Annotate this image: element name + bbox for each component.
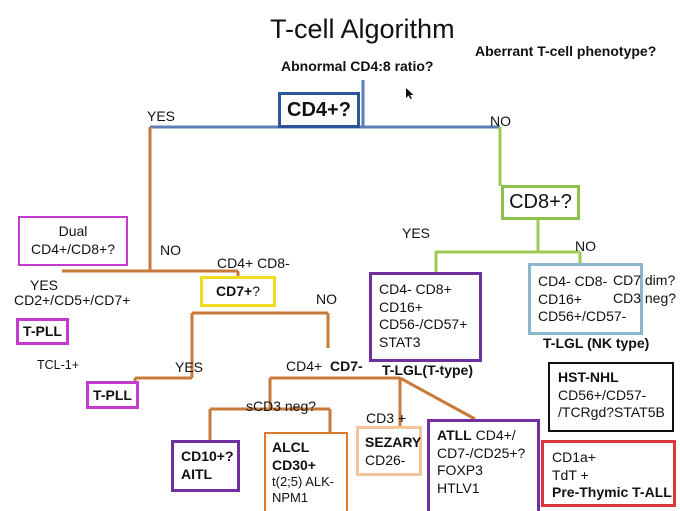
no-cd8-label: NO [575,238,596,254]
alcl-line-4: NPM1 [272,490,309,506]
dual-line-1: Dual [58,223,88,239]
prethymic-box: CD1a+ TdT + Pre-Thymic T-ALL [541,440,676,507]
tlgl-nk-side-line: CD7 dim? [613,272,676,288]
tlgl-t-line: CD4- CD8+ [379,281,452,297]
dual-question-box: Dual CD4+/CD8+? [18,216,128,266]
atll-line-1: CD4+/ [475,427,516,443]
atll-title: ATLL [437,427,472,443]
tlgl-t-line: CD16+ [379,298,423,315]
tlgl-nk-line: CD16+ [538,290,582,307]
aberrant-question: Aberrant T-cell phenotype? [475,43,657,59]
sezary-line-1: SEZARY [365,434,422,450]
tcl1-text: TCL-1+ [37,358,80,372]
to-atll-line [399,376,476,421]
scd3-question: sCD3 neg? [246,398,317,414]
yes-cd7-label: YES [175,359,204,375]
cd4-cd7-text: CD4+ CD7- [286,358,363,374]
cursor-icon [405,87,415,105]
yes-dual-label: YES [30,277,59,293]
tpll-box-2: T-PLL [86,381,139,409]
cd7-question-box: CD7+? [200,276,276,307]
cd4-cd7-part-b: CD7- [329,358,363,374]
cd4-question-label: CD4+? [287,99,351,121]
alcl-box: ALCL CD30+ t(2;5) ALK- NPM1 [264,432,348,511]
tlgl-t-label: T-LGL(T-type) [382,362,473,378]
cd8-question-label: CD8+? [509,191,572,213]
hst-nhl-line: CD56+/CD57- [558,386,647,403]
tlgl-nk-side-notes: CD7 dim? CD3 neg? [613,272,676,307]
dual-line-2: CD4+/CD8+? [30,240,116,257]
yes-top-label: YES [147,108,176,124]
no-dual-label: NO [160,242,181,258]
page-title: T-cell Algorithm [270,14,455,44]
tlgl-t-line: CD56-/CD57+ [379,316,468,332]
tpll-label-2: T-PLL [93,387,132,403]
tlgl-nk-side-line: CD3 neg? [613,289,677,306]
tlgl-nk-label: T-LGL (NK type) [543,335,650,351]
sezary-line-2: CD26- [365,451,406,468]
cd3-positive-text: CD3 + [366,410,407,426]
tlgl-nk-box: CD4- CD8- CD16+ CD56+/CD57- [528,263,643,335]
hst-nhl-title: HST-NHL [558,369,619,385]
alcl-line-1: ALCL [272,439,310,455]
cd8-question-box: CD8+? [501,185,580,220]
hst-nhl-line: /TCRgd?STAT5B [558,404,665,420]
tpll-label-1: T-PLL [23,323,62,339]
tlgl-nk-line: CD4- CD8- [538,273,608,289]
no-cd7-label: NO [316,291,337,307]
ratio-question: Abnormal CD4:8 ratio? [281,58,434,74]
atll-line-3: FOXP3 [437,462,483,478]
yes-cd8-label: YES [402,225,431,241]
aitl-box: CD10+? AITL [171,440,240,492]
hst-nhl-box: HST-NHL CD56+/CD57- /TCRgd?STAT5B [548,362,674,432]
no-top-label: NO [490,113,511,129]
prethymic-line-3: Pre-Thymic T-ALL [552,484,672,500]
alcl-line-3: t(2;5) ALK- [272,474,335,489]
tpll-box-1: T-PLL [16,318,69,345]
alcl-line-2: CD30+ [272,456,316,473]
cd7-question-mark: ? [252,283,260,299]
sezary-box: SEZARY CD26- [356,426,422,476]
prethymic-line-1: CD1a+ [552,449,596,465]
tlgl-t-line: STAT3 [379,333,421,350]
prethymic-line-2: TdT + [552,466,589,483]
cd2-markers-text: CD2+/CD5+/CD7+ [14,292,131,308]
atll-line-4: HTLV1 [437,479,480,496]
cd4-cd8-text: CD4+ CD8- [217,255,290,271]
cd7-question-label: CD7+ [216,283,253,299]
tlgl-nk-line: CD56+/CD57- [538,308,627,324]
cd4-cd7-part-a: CD4+ [286,358,323,374]
atll-box: ATLL CD4+/ CD7-/CD25+? FOXP3 HTLV1 [427,419,540,511]
atll-line-2: CD7-/CD25+? [437,444,526,461]
cd4-question-box: CD4+? [278,92,360,128]
tlgl-t-box: CD4- CD8+ CD16+ CD56-/CD57+ STAT3 [369,272,482,362]
aitl-line-1: CD10+? [181,448,234,464]
aitl-line-2: AITL [181,465,213,482]
